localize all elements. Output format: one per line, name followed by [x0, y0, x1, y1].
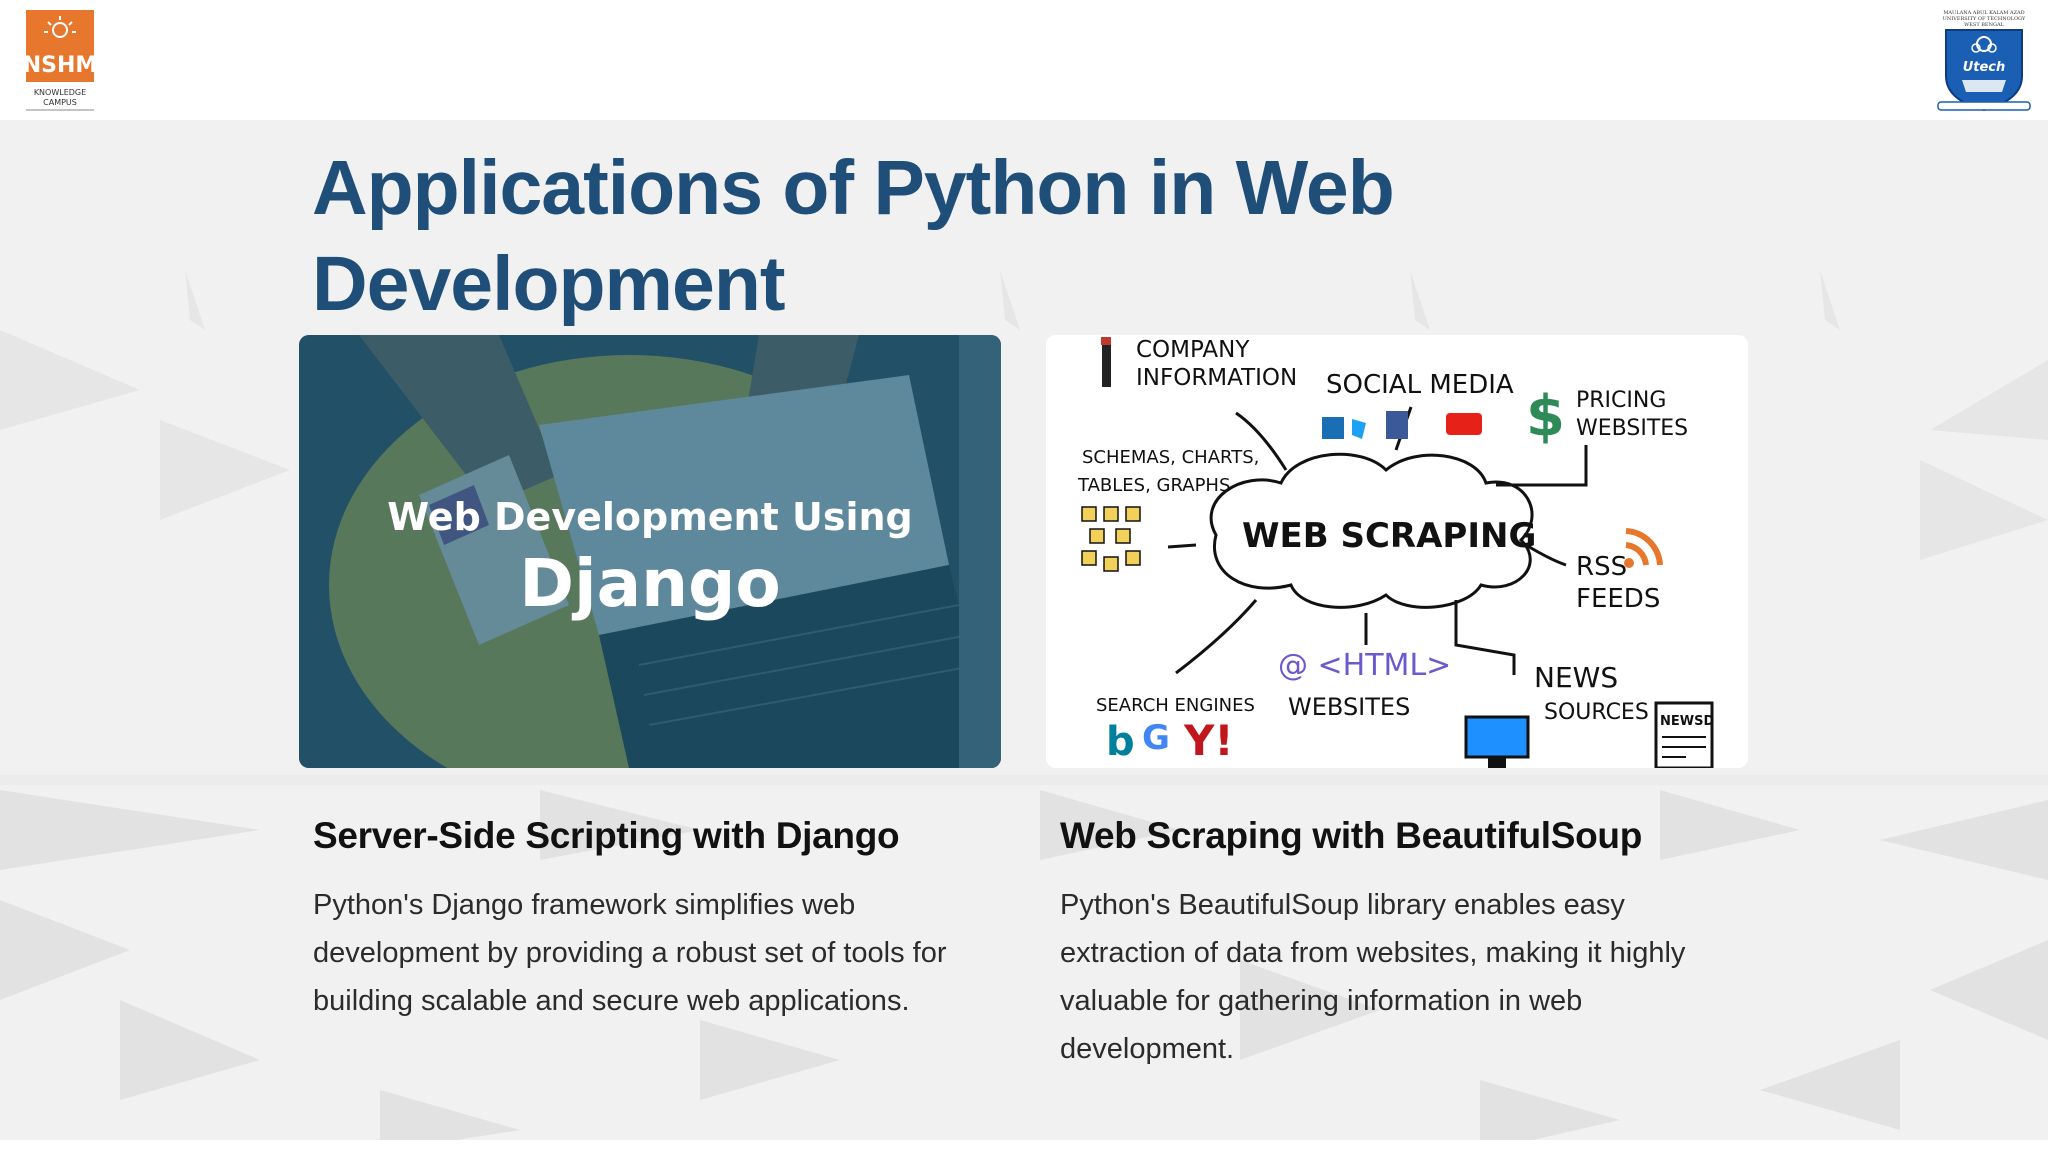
svg-text:COMPANY: COMPANY	[1136, 337, 1250, 363]
svg-text:$: $	[1526, 384, 1565, 449]
django-image-caption: Web Development Using	[387, 495, 913, 539]
web-scraping-image: COMPANY INFORMATION SOCIAL MEDIA PRICING…	[1046, 335, 1748, 768]
svg-text:CAMPUS: CAMPUS	[43, 98, 77, 107]
svg-text:Y!: Y!	[1183, 716, 1234, 765]
django-image-title: Django	[519, 545, 781, 622]
svg-text:NEWS: NEWS	[1534, 661, 1618, 694]
svg-text:WEST BENGAL: WEST BENGAL	[1964, 22, 2004, 28]
svg-text:SCHEMAS, CHARTS,: SCHEMAS, CHARTS,	[1082, 447, 1259, 468]
beautifulsoup-description: Python's BeautifulSoup library enables e…	[1060, 889, 1686, 1065]
title-line-1: Applications of Python in Web	[312, 145, 1395, 231]
svg-text:Utech: Utech	[1963, 60, 2006, 75]
svg-text:FEEDS: FEEDS	[1576, 584, 1660, 614]
svg-text:NSHM: NSHM	[23, 53, 98, 78]
svg-text:NEWSD: NEWSD	[1660, 714, 1714, 729]
nshm-logo: NSHM KNOWLEDGE CAMPUS	[23, 10, 98, 111]
svg-text:PRICING: PRICING	[1576, 388, 1666, 413]
svg-text:KNOWLEDGE: KNOWLEDGE	[34, 88, 86, 97]
web-scraping-diagram: COMPANY INFORMATION SOCIAL MEDIA PRICING…	[1046, 335, 1748, 768]
svg-text:SEARCH ENGINES: SEARCH ENGINES	[1096, 695, 1255, 716]
svg-text:WEB SCRAPING: WEB SCRAPING	[1242, 516, 1536, 556]
svg-text:INFORMATION: INFORMATION	[1136, 365, 1297, 391]
django-image: Web Development Using Django	[299, 335, 1001, 768]
django-heading: Server-Side Scripting with Django	[313, 815, 900, 856]
svg-text:TABLES, GRAPHS: TABLES, GRAPHS	[1077, 475, 1230, 496]
svg-text:b: b	[1106, 719, 1135, 765]
slide-title: Applications of Python in Web Developmen…	[312, 140, 1512, 332]
django-description: Python's Django framework simplifies web…	[313, 889, 947, 1017]
svg-text:G: G	[1142, 718, 1170, 758]
svg-text:UNIVERSITY OF TECHNOLOGY: UNIVERSITY OF TECHNOLOGY	[1943, 16, 2026, 22]
beautifulsoup-heading: Web Scraping with BeautifulSoup	[1060, 815, 1643, 856]
svg-text:@ <HTML>: @ <HTML>	[1278, 648, 1451, 683]
utech-logo: MAULANA ABUL KALAM AZAD UNIVERSITY OF TE…	[1937, 10, 2031, 112]
svg-text:SOURCES: SOURCES	[1544, 700, 1649, 725]
title-line-2: Development	[312, 241, 786, 327]
svg-text:WEBSITES: WEBSITES	[1288, 693, 1410, 721]
svg-text:MAULANA ABUL KALAM AZAD: MAULANA ABUL KALAM AZAD	[1943, 10, 2024, 16]
svg-text:SOCIAL MEDIA: SOCIAL MEDIA	[1326, 370, 1514, 400]
svg-text:WEBSITES: WEBSITES	[1576, 416, 1688, 441]
django-photo	[299, 335, 1001, 768]
svg-text:RSS: RSS	[1576, 552, 1627, 582]
